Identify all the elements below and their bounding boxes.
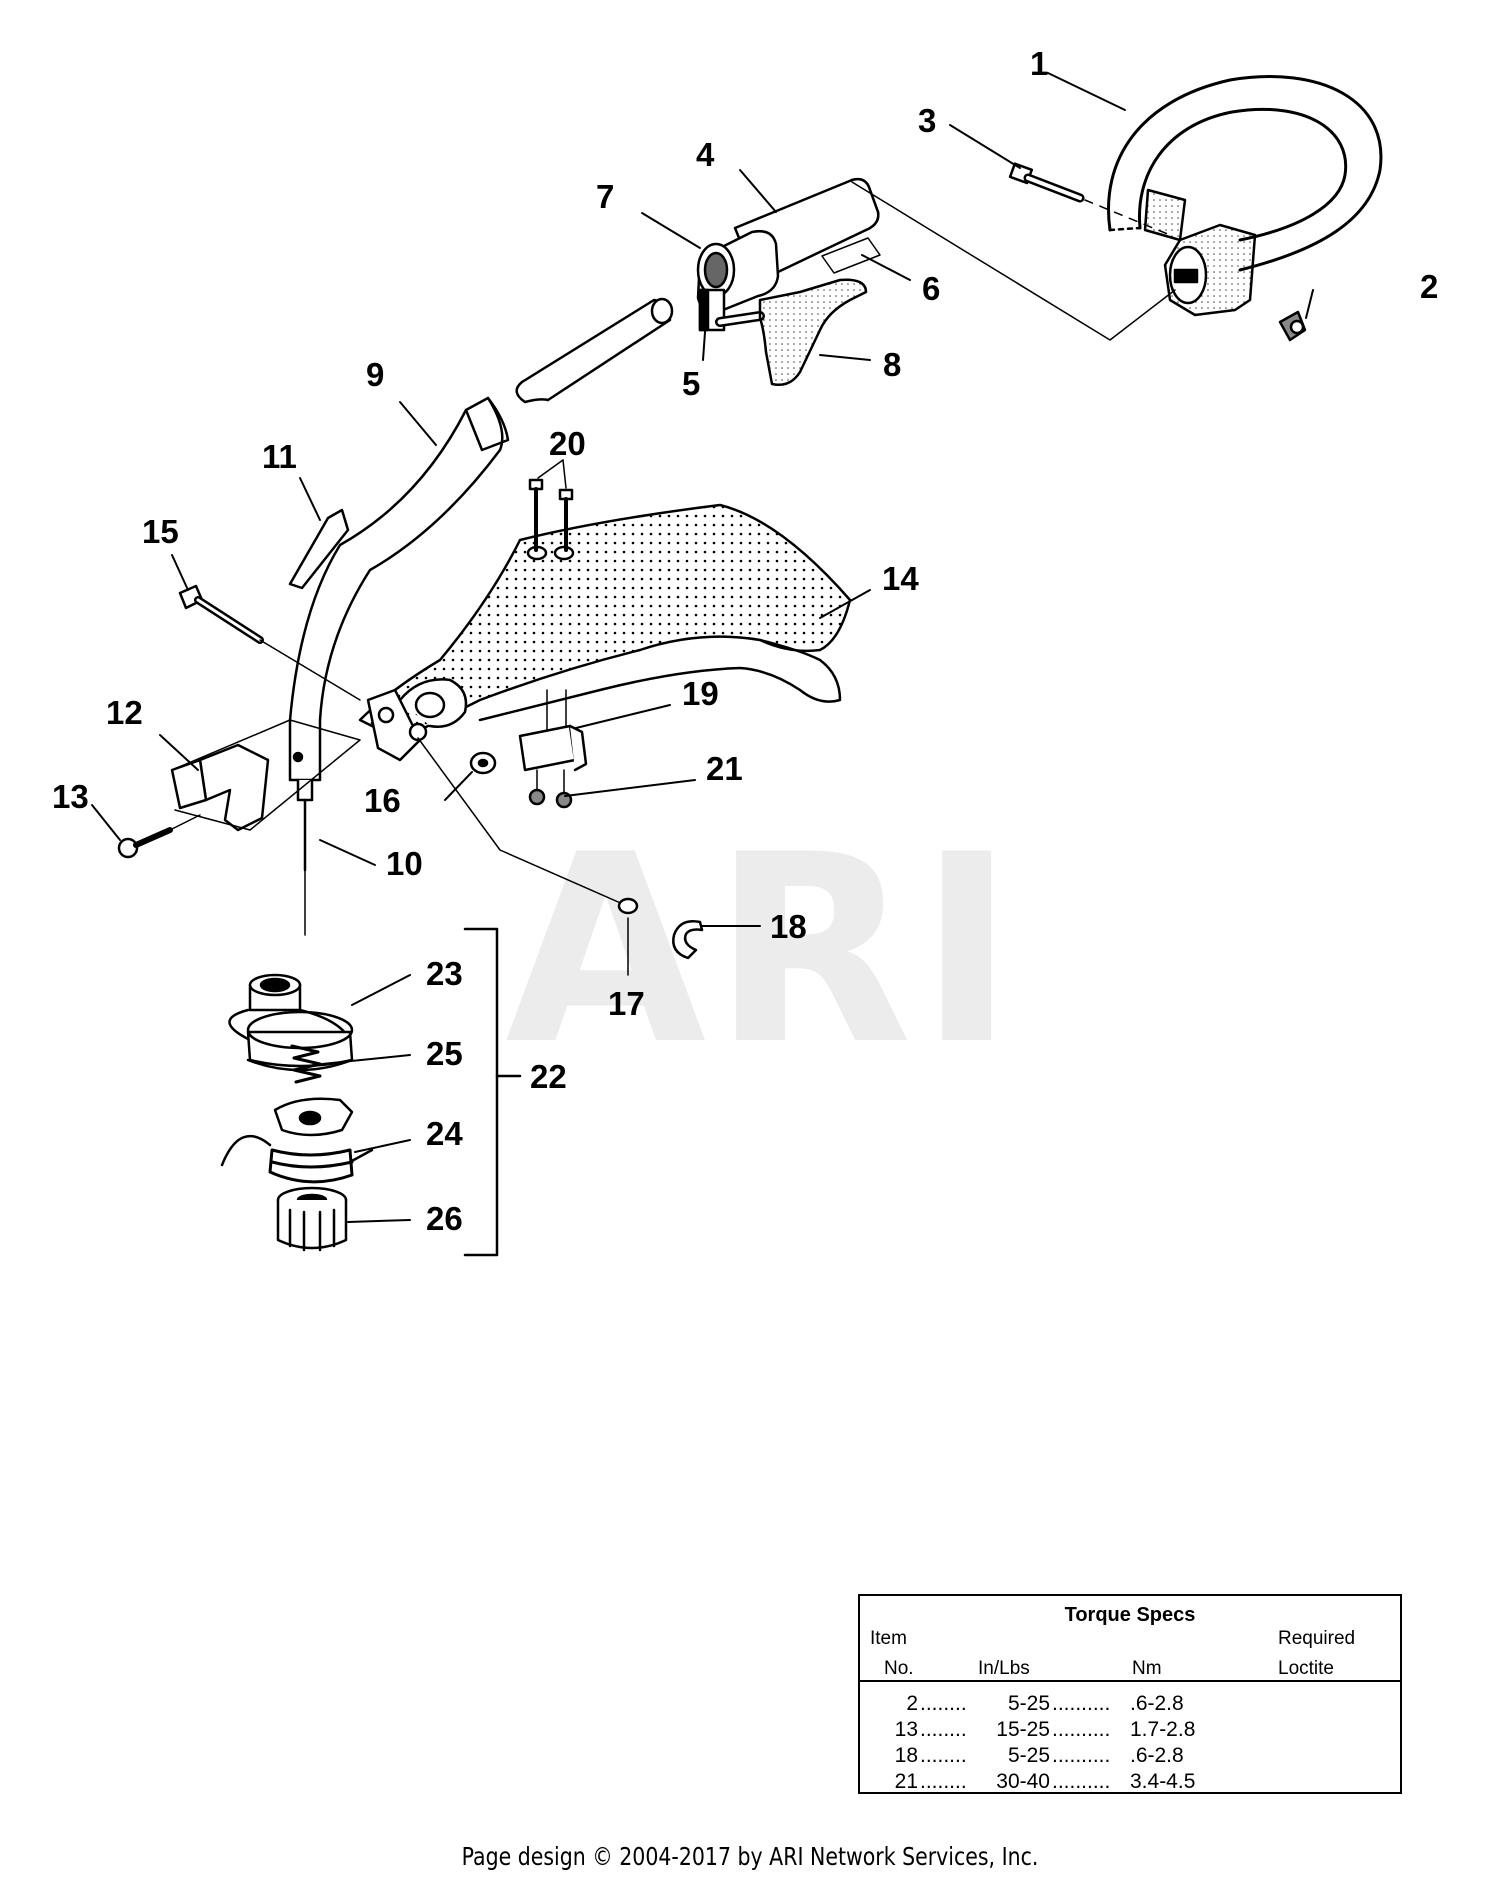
callout-17: 17 <box>608 985 645 1022</box>
callout-13: 13 <box>52 778 89 815</box>
callout-12: 12 <box>106 694 143 731</box>
row-inlbs: 5-25 <box>1007 1744 1050 1767</box>
washer <box>417 737 626 906</box>
header-item: Item <box>870 1628 907 1649</box>
guard-block <box>518 689 588 772</box>
torque-row: 2 ........ 5-25 .......... .6-2.8 <box>860 1692 1404 1716</box>
leader-lines <box>91 72 1314 1223</box>
header-inlbs: In/Lbs <box>978 1658 1030 1679</box>
shaft-bracket <box>170 719 361 832</box>
trimmer-housing <box>228 973 354 1072</box>
page-footer: Page design © 2004-2017 by ARI Network S… <box>461 1842 1039 1871</box>
callout-24: 24 <box>426 1115 463 1152</box>
callout-2: 2 <box>1420 268 1438 305</box>
torque-row: 21 ........ 30-40 .......... 3.4-4.5 <box>860 1770 1404 1794</box>
row-nm: 1.7-2.8 <box>1130 1718 1196 1741</box>
e-clip <box>672 920 704 960</box>
spring <box>290 1044 322 1084</box>
callout-20: 20 <box>549 425 586 462</box>
callout-15: 15 <box>142 513 179 550</box>
callout-18: 18 <box>770 908 807 945</box>
callout-11: 11 <box>262 438 297 475</box>
callout-4: 4 <box>696 136 715 173</box>
callout-8: 8 <box>883 346 901 383</box>
row-inlbs: 30-40 <box>996 1770 1050 1793</box>
callout-21: 21 <box>706 750 743 787</box>
callout-labels: 1 2 3 4 5 6 7 8 9 10 11 12 13 14 15 16 1… <box>52 45 1438 1237</box>
row-inlbs: 15-25 <box>996 1718 1050 1741</box>
callout-6: 6 <box>922 270 940 307</box>
callout-25: 25 <box>426 1035 463 1072</box>
shaft-label <box>288 508 350 590</box>
callout-22: 22 <box>530 1058 567 1095</box>
callout-19: 19 <box>682 675 719 712</box>
callout-1: 1 <box>1030 45 1048 82</box>
header-loctite: Loctite <box>1278 1658 1334 1679</box>
wing-nut <box>1278 310 1307 342</box>
grass-guard <box>358 503 852 762</box>
shaft-coupler <box>696 230 780 332</box>
row-nm: .6-2.8 <box>1130 1692 1184 1715</box>
torque-specs-table: Torque Specs Item No. In/Lbs Nm Required… <box>858 1594 1402 1794</box>
callout-10: 10 <box>386 845 423 882</box>
callout-23: 23 <box>426 955 463 992</box>
callout-26: 26 <box>426 1200 463 1237</box>
callout-14: 14 <box>882 560 919 597</box>
header-nm: Nm <box>1132 1658 1162 1679</box>
lower-shaft <box>288 297 674 936</box>
callout-7: 7 <box>596 178 614 215</box>
header-no: No. <box>884 1658 914 1679</box>
row-nm: .6-2.8 <box>1130 1744 1184 1767</box>
callout-3: 3 <box>918 102 936 139</box>
header-rule <box>860 1680 1400 1682</box>
small-washer <box>617 897 639 976</box>
bracket-screw <box>117 814 201 859</box>
assembly-bracket <box>463 927 499 1257</box>
guard-screws <box>528 459 574 552</box>
bump-knob <box>276 1186 348 1252</box>
watermark: ARI <box>505 800 1021 1102</box>
row-nm: 3.4-4.5 <box>1130 1770 1196 1793</box>
handle-bolt <box>1008 162 1171 236</box>
row-item: 13 <box>894 1718 918 1741</box>
row-inlbs: 5-25 <box>1007 1692 1050 1715</box>
callout-5: 5 <box>682 365 700 402</box>
spool <box>220 1097 374 1184</box>
callout-16: 16 <box>364 782 401 819</box>
loop-handle <box>1107 75 1383 317</box>
clamp-knob <box>715 278 868 386</box>
callout-9: 9 <box>366 356 384 393</box>
torque-row: 13 ........ 15-25 .......... 1.7-2.8 <box>860 1718 1404 1742</box>
torque-table-title: Torque Specs <box>1064 1604 1196 1626</box>
row-item: 18 <box>894 1744 918 1767</box>
row-item: 2 <box>906 1692 918 1715</box>
guard-bolt <box>178 584 361 701</box>
header-required: Required <box>1278 1628 1356 1649</box>
torque-row: 18 ........ 5-25 .......... .6-2.8 <box>860 1744 1404 1768</box>
row-item: 21 <box>894 1770 918 1793</box>
decal <box>821 237 881 274</box>
guard-nuts <box>528 769 573 809</box>
